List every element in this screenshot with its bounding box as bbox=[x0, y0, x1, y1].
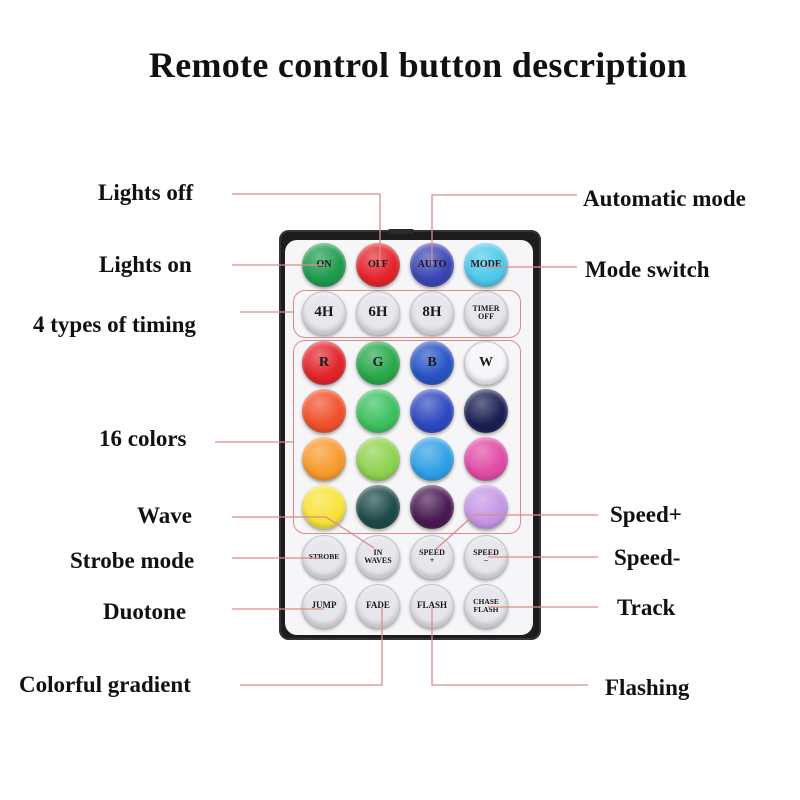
speed-down-button[interactable]: SPEED− bbox=[464, 535, 508, 579]
color-g-button[interactable]: G bbox=[356, 341, 400, 385]
chase-flash-label-line2: FLASH bbox=[473, 605, 499, 614]
color-g-label: G bbox=[372, 354, 384, 370]
color-button-r2c4[interactable] bbox=[464, 389, 508, 433]
label-lights-on: Lights on bbox=[99, 252, 192, 277]
label-wave: Wave bbox=[137, 503, 192, 528]
color-button-r3c4[interactable] bbox=[464, 437, 508, 481]
auto-label: AUTO bbox=[417, 258, 447, 270]
speed-down-label-line2: − bbox=[483, 556, 489, 565]
timer-off-label-line1: TIMER bbox=[472, 303, 500, 313]
timer-6h-button[interactable]: 6H bbox=[356, 291, 400, 335]
jump-label: JUMP bbox=[311, 600, 337, 611]
speed-up-label-line1: SPEED bbox=[419, 547, 445, 557]
chase-flash-label-line1: CHASE bbox=[473, 597, 499, 607]
color-button-r3c3[interactable] bbox=[410, 437, 454, 481]
mode-label: MODE bbox=[470, 258, 502, 270]
page-title: Remote control button description bbox=[148, 45, 688, 85]
jump-button[interactable]: JUMP bbox=[302, 584, 346, 628]
label-track: Track bbox=[617, 595, 676, 620]
label-flashing: Flashing bbox=[605, 675, 690, 700]
on-label: ON bbox=[316, 258, 332, 270]
speed-up-button[interactable]: SPEED+ bbox=[410, 535, 454, 579]
color-button-r2c2[interactable] bbox=[356, 389, 400, 433]
label-speed-plus: Speed+ bbox=[610, 502, 682, 527]
color-w-label: W bbox=[479, 354, 493, 370]
strobe-label: STROBE bbox=[308, 552, 340, 562]
off-button[interactable]: OFF bbox=[356, 243, 400, 287]
timer-4h-label: 4H bbox=[314, 304, 334, 321]
label-strobe-mode: Strobe mode bbox=[70, 548, 195, 573]
timer-8h-button[interactable]: 8H bbox=[410, 291, 454, 335]
color-b-label: B bbox=[427, 354, 437, 370]
color-button-r3c1[interactable] bbox=[302, 437, 346, 481]
timer-4h-button[interactable]: 4H bbox=[302, 291, 346, 335]
on-button[interactable]: ON bbox=[302, 243, 346, 287]
flash-button[interactable]: FLASH bbox=[410, 584, 454, 628]
label-automatic-mode: Automatic mode bbox=[583, 186, 746, 211]
strobe-button[interactable]: STROBE bbox=[302, 535, 346, 579]
in-waves-label-line2: WAVES bbox=[364, 556, 392, 565]
auto-button[interactable]: AUTO bbox=[410, 243, 454, 287]
speed-down-label-line1: SPEED bbox=[473, 547, 499, 557]
timing-group-outline bbox=[293, 290, 521, 338]
fade-button[interactable]: FADE bbox=[356, 584, 400, 628]
label-mode-switch: Mode switch bbox=[585, 257, 710, 282]
color-w-button[interactable]: W bbox=[464, 341, 508, 385]
color-button-r2c1[interactable] bbox=[302, 389, 346, 433]
fade-label: FADE bbox=[366, 600, 390, 611]
speed-up-label-line2: + bbox=[429, 556, 435, 565]
label-timing: 4 types of timing bbox=[33, 312, 196, 337]
off-label: OFF bbox=[368, 258, 388, 270]
color-r-label: R bbox=[318, 354, 330, 370]
label-colorful-gradient: Colorful gradient bbox=[19, 672, 191, 697]
label-speed-minus: Speed- bbox=[614, 545, 681, 570]
color-button-r3c2[interactable] bbox=[356, 437, 400, 481]
mode-button[interactable]: MODE bbox=[464, 243, 508, 287]
flash-label: FLASH bbox=[416, 600, 447, 611]
color-r-button[interactable]: R bbox=[302, 341, 346, 385]
colors-group-outline bbox=[293, 340, 521, 534]
timer-off-label-line2: OFF bbox=[478, 312, 494, 321]
timer-6h-label: 6H bbox=[368, 304, 388, 321]
in-waves-label-line1: IN bbox=[373, 547, 383, 557]
label-lights-off: Lights off bbox=[98, 180, 194, 205]
remote-ir-window bbox=[388, 229, 414, 234]
label-duotone: Duotone bbox=[103, 599, 187, 624]
color-b-button[interactable]: B bbox=[410, 341, 454, 385]
label-16-colors: 16 colors bbox=[99, 426, 187, 451]
timer-8h-label: 8H bbox=[422, 304, 442, 321]
color-button-r2c3[interactable] bbox=[410, 389, 454, 433]
